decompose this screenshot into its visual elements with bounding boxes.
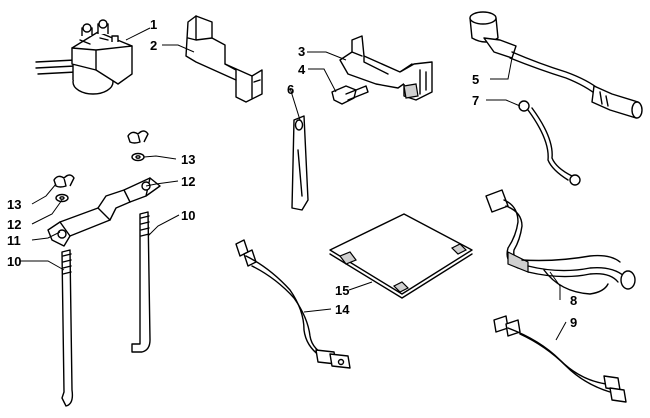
callout-10-right: 10 (181, 208, 195, 223)
part-mount-bracket (339, 35, 433, 101)
part-spark-plug-wire (469, 11, 643, 119)
callout-10-left: 10 (7, 254, 21, 269)
callout-4: 4 (298, 62, 306, 77)
callout-8: 8 (570, 293, 577, 308)
callout-11: 11 (7, 233, 21, 248)
part-ground-strap (291, 115, 309, 211)
callout-7: 7 (472, 93, 479, 108)
part-washer-left (55, 193, 69, 203)
callout-13-left: 13 (7, 197, 21, 212)
part-bolt (331, 85, 369, 105)
part-rod-left (61, 249, 74, 407)
callout-3: 3 (298, 44, 305, 59)
leader-lines (20, 27, 567, 341)
callouts: 1 2 3 4 5 6 7 8 9 10 10 11 12 12 13 13 1… (7, 17, 577, 330)
callout-6: 6 (287, 82, 294, 97)
part-washer-right (131, 152, 145, 162)
callout-15: 15 (335, 283, 349, 298)
part-pad (329, 213, 473, 299)
part-jumper-harness (235, 239, 351, 369)
part-jumper-wire (493, 315, 627, 403)
part-cover-bracket (185, 15, 263, 103)
part-relay (35, 19, 133, 95)
callout-14: 14 (335, 302, 350, 317)
callout-12-left: 12 (7, 217, 21, 232)
callout-9: 9 (570, 315, 577, 330)
part-hold-down-bracket (47, 177, 161, 247)
callout-13-right: 13 (181, 152, 195, 167)
callout-12-right: 12 (181, 174, 195, 189)
part-wingnut-right (127, 130, 149, 144)
callout-5: 5 (472, 72, 479, 87)
callout-2: 2 (150, 38, 157, 53)
part-ground-wire (518, 100, 581, 186)
callout-1: 1 (150, 17, 157, 32)
part-rod-right (131, 211, 151, 353)
part-wiring-harness (485, 189, 636, 295)
part-wingnut-left (53, 174, 75, 188)
